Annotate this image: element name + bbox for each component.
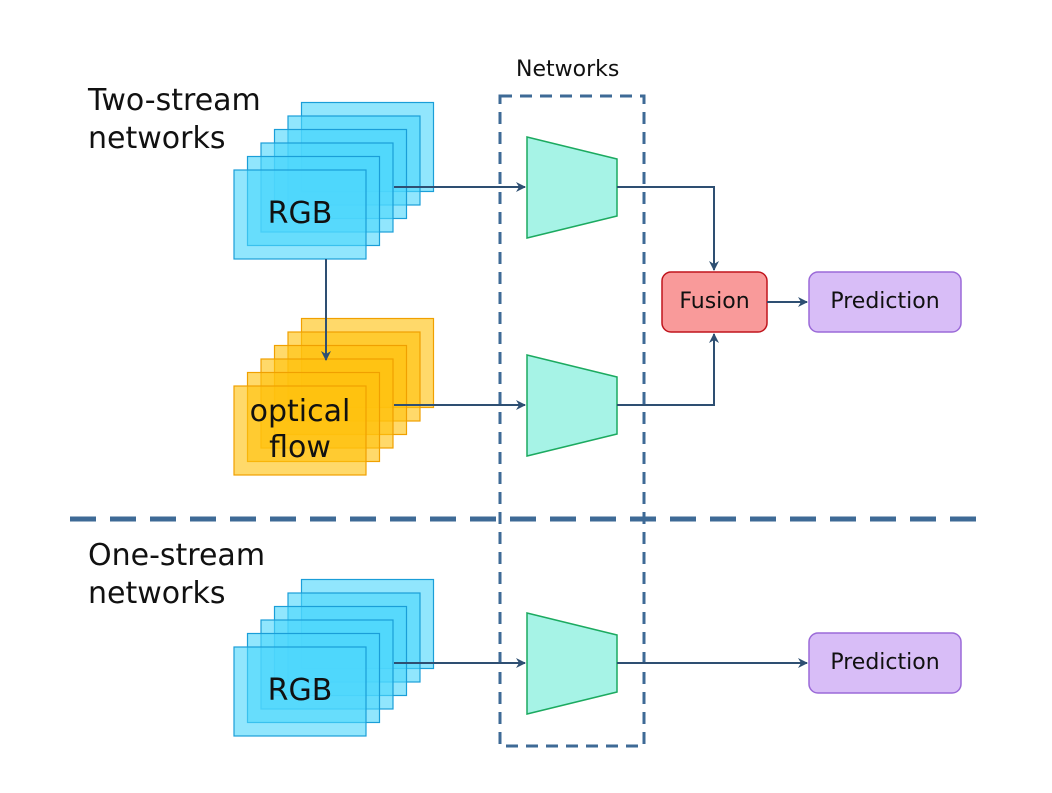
network-rgb-top xyxy=(526,136,618,239)
one-stream-title: One-stream networks xyxy=(88,538,266,611)
rgb-label-top: RGB xyxy=(267,196,333,231)
prediction-box-top xyxy=(808,271,962,333)
rgb-top-frame-1 xyxy=(233,169,367,260)
optical-flow-frames-stack xyxy=(233,317,435,476)
rgb-frames-stack-bottom xyxy=(233,578,435,737)
networks-label: Networks xyxy=(516,57,620,82)
arrow-network-to-fusion-bottom xyxy=(617,333,719,406)
networks-dashed-box xyxy=(498,94,646,748)
rgb-label-bottom: RGB xyxy=(267,673,333,708)
optical-flow-frame-1 xyxy=(233,385,367,476)
prediction-box-bottom xyxy=(808,632,962,694)
optical-flow-label: optical flow xyxy=(249,394,351,465)
prediction-label-top: Prediction xyxy=(830,289,940,314)
fusion-label: Fusion xyxy=(679,289,750,314)
network-optical-flow xyxy=(526,354,618,457)
prediction-label-bottom: Prediction xyxy=(830,650,940,675)
arrow-network-to-fusion-top xyxy=(617,186,719,271)
two-stream-title: Two-stream networks xyxy=(88,83,261,156)
rgb-frames-stack-top xyxy=(233,101,435,260)
network-rgb-bottom xyxy=(526,612,618,715)
rgb-bottom-frame-1 xyxy=(233,646,367,737)
